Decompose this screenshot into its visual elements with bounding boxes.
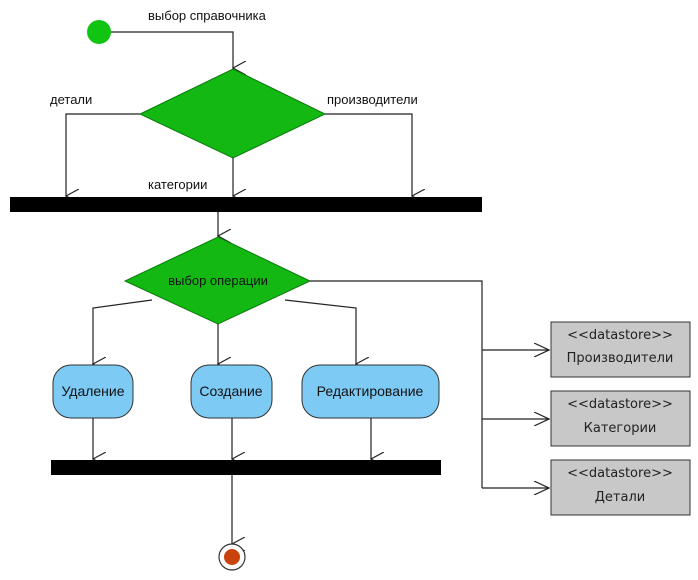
datastore-stereotype: <<datastore>> xyxy=(567,466,673,481)
edge-label-categories: категории xyxy=(148,177,207,192)
datastore-categories[interactable]: <<datastore>> Категории xyxy=(550,390,691,447)
edge-branch-details xyxy=(66,113,140,196)
join-bar-bottom[interactable] xyxy=(51,460,441,475)
datastore-details[interactable]: <<datastore>> Детали xyxy=(550,459,691,516)
edge-to-edit xyxy=(284,299,356,364)
edge-to-delete xyxy=(93,299,153,364)
decision-operation-label: выбор операции xyxy=(168,273,268,288)
join-bar-top[interactable] xyxy=(10,197,482,212)
datastore-name: Детали xyxy=(595,490,645,505)
initial-node[interactable] xyxy=(87,20,111,44)
datastore-name: Категории xyxy=(584,421,657,436)
datastore-stereotype: <<datastore>> xyxy=(567,328,673,343)
edge-start-to-decision xyxy=(111,31,233,68)
datastore-name: Производители xyxy=(567,351,674,366)
datastore-manufacturers[interactable]: <<datastore>> Производители xyxy=(550,321,691,378)
edge-label-details: детали xyxy=(50,92,92,107)
decision-directory[interactable] xyxy=(138,68,327,159)
activity-delete[interactable]: Удаление xyxy=(52,364,134,419)
activity-edit[interactable]: Редактирование xyxy=(301,364,440,419)
edge-label-manufacturers: производители xyxy=(327,92,418,107)
activity-edit-label: Редактирование xyxy=(317,383,424,399)
edge-label-select-directory: выбор справочника xyxy=(148,8,267,23)
activity-create-label: Создание xyxy=(199,383,262,399)
activity-create[interactable]: Создание xyxy=(190,364,273,419)
edge-branch-manufacturers xyxy=(325,113,412,196)
final-node[interactable] xyxy=(218,543,246,571)
datastore-stereotype: <<datastore>> xyxy=(567,397,673,412)
activity-delete-label: Удаление xyxy=(61,383,124,399)
